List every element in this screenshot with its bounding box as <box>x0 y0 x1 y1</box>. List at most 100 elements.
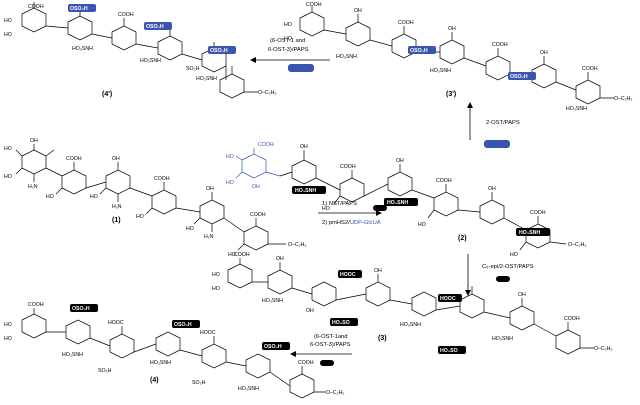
group-label: OH <box>300 144 308 150</box>
group-label: HO₃SNH <box>519 230 540 236</box>
sulfo-badge-blue <box>408 46 436 54</box>
enzyme-blue-badge <box>288 64 314 72</box>
group-label: OSO₃H <box>510 74 528 80</box>
compound-label: (3') <box>446 91 456 98</box>
group-label: COOH <box>250 212 266 218</box>
group-label: HO₃SNH <box>238 386 259 392</box>
group-label: OH <box>206 186 214 192</box>
group-label: HO₃SNH <box>492 336 513 342</box>
group-label: OH <box>518 292 526 298</box>
group-label: HO <box>90 194 98 200</box>
group-label: OH <box>354 8 362 14</box>
reaction-conditions: 6-OST-3)/PAPS <box>310 342 351 348</box>
enzyme-black-badge <box>496 276 510 282</box>
group-label: HO <box>4 174 12 180</box>
group-label: COOH <box>298 360 314 366</box>
group-label: O–C₂H₅ <box>258 90 277 96</box>
compound-label: (4') <box>102 91 112 98</box>
compound-3: COOH OH OH OH COOH HO HO HO₃SNH OH HO₃SN… <box>212 252 613 355</box>
reaction-arrow-2-to-3: C₅-epi/2-OST/PAPS <box>465 254 534 296</box>
enzyme-black-badge <box>373 205 387 211</box>
group-label: COOH <box>28 4 44 10</box>
group-label: HO <box>4 18 12 24</box>
group-label: HO <box>510 252 518 258</box>
group-label: OSO₃H <box>264 344 282 350</box>
group-label: HO <box>136 214 144 220</box>
reaction-arrow-2-to-3prime: 2-OST/PAPS <box>467 102 520 148</box>
group-label: HO <box>228 252 236 258</box>
group-label: HO <box>226 180 234 186</box>
reaction-conditions: 2-OST/PAPS <box>486 120 520 126</box>
group-label: HO₃SNH <box>430 68 451 74</box>
group-label: HO₃SNH <box>566 106 587 112</box>
group-label: HO <box>186 226 194 232</box>
group-label: HO₃SO <box>332 320 350 326</box>
group-label: HO₃SNH <box>150 360 171 366</box>
group-label: OSO₃H <box>174 322 192 328</box>
sulfo-badge-black <box>516 228 550 236</box>
group-label: OH <box>488 186 496 192</box>
sulfo-badge-black <box>330 318 358 326</box>
sulfo-badge-black <box>172 320 200 328</box>
sulfo-badge-black <box>338 270 362 278</box>
group-label: HO <box>284 22 292 28</box>
group-label: HO₃SNH <box>262 298 283 304</box>
group-label: OH <box>306 308 314 314</box>
group-label: COOH <box>118 12 134 18</box>
sulfo-badge-blue <box>68 4 96 12</box>
group-label: COOH <box>492 42 508 48</box>
group-label: COOH <box>258 142 274 148</box>
group-label: OH <box>112 156 120 162</box>
group-label: HO <box>284 36 292 42</box>
group-label: HOOC <box>340 272 356 278</box>
compound-label: (3) <box>378 335 387 342</box>
group-label: SO₃H <box>98 368 112 374</box>
group-label: HO <box>46 194 54 200</box>
group-label: COOH <box>398 20 414 26</box>
sulfo-badge-black <box>70 304 98 312</box>
group-label: OH <box>374 268 382 274</box>
group-label: HO <box>212 286 220 292</box>
group-label: HO₃SNH <box>196 76 217 82</box>
group-label: HOOC <box>200 330 216 336</box>
group-label: HO₃SNH <box>72 46 93 52</box>
compound-1: HO OH HO H₂N COOH HO OH HO H₂N COOH HO O… <box>4 138 307 258</box>
group-label: OH <box>540 50 548 56</box>
group-label: COOH <box>340 164 356 170</box>
group-label: OSO₃H <box>72 306 90 312</box>
group-label: OH <box>276 256 284 262</box>
group-label: HO <box>418 222 426 228</box>
sulfo-badge-black <box>262 342 290 350</box>
group-label: HO₃SNH <box>295 188 316 194</box>
enzyme-black-badge <box>320 360 334 366</box>
compound-2: COOH HO HO OH OH COOH OH COOH OH COOH HO… <box>226 142 587 258</box>
sulfo-badge-black <box>292 186 326 194</box>
group-label: COOH <box>28 302 44 308</box>
compound-label: (4) <box>150 377 159 384</box>
group-label: COOH <box>154 176 170 182</box>
group-label: HO <box>4 322 12 328</box>
group-label: HO₃SO <box>440 348 458 354</box>
group-label: O–C₂H₅ <box>614 96 633 102</box>
group-label: OH <box>252 184 260 190</box>
group-label: COOH <box>306 2 322 8</box>
group-label: O–C₂H₅ <box>326 390 345 396</box>
group-label: HOOC <box>108 320 124 326</box>
group-label: SO₃H <box>192 380 206 386</box>
group-label: O–C₂H₅ <box>594 346 613 352</box>
sulfo-badge-black <box>384 198 418 206</box>
group-label: HO <box>4 32 12 38</box>
group-label: SO₃H <box>186 66 200 72</box>
group-label: OH <box>396 158 404 164</box>
reaction-conditions: (6-OST-1and <box>314 334 348 340</box>
group-label: COOH <box>530 210 546 216</box>
group-label: OSO₃H <box>146 24 164 30</box>
group-label: O–C₂H₅ <box>288 242 307 248</box>
group-label: OSO₃H <box>410 48 428 54</box>
group-label: H₂N <box>28 184 38 190</box>
group-label: COOH <box>436 178 452 184</box>
group-label: HO <box>4 146 12 152</box>
group-label: OSO₃H <box>70 6 88 12</box>
group-label: HO₃SNH <box>140 58 161 64</box>
group-label: HO₃SNH <box>336 54 357 60</box>
